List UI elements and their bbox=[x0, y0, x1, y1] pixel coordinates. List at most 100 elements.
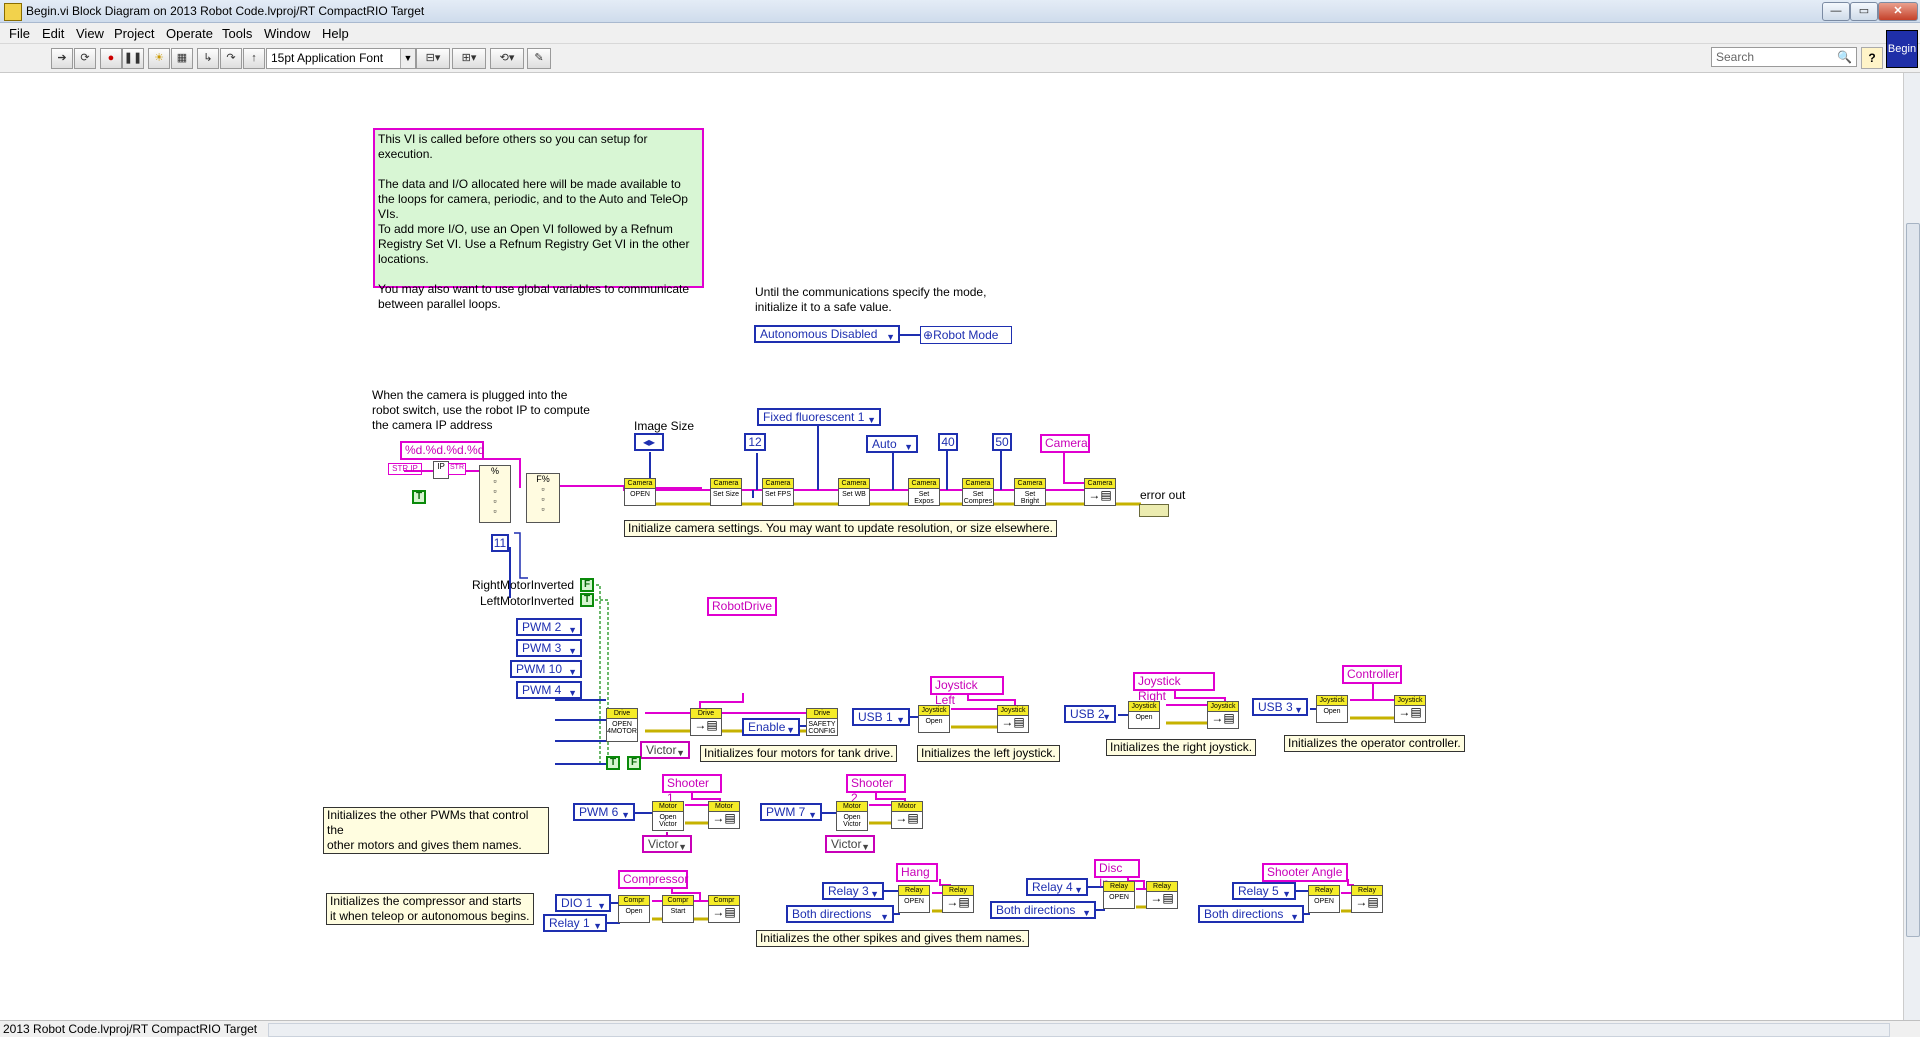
menu-window[interactable]: Window bbox=[264, 26, 311, 41]
relay4-enum[interactable]: Relay 4▼ bbox=[1026, 878, 1088, 896]
maximize-button[interactable]: ▭ bbox=[1850, 2, 1878, 21]
pwm3-enum[interactable]: PWM 3▼ bbox=[516, 639, 582, 657]
image-size-enum[interactable]: ◂▸ bbox=[634, 433, 664, 451]
align-objects-icon[interactable]: ⊟▾ bbox=[416, 48, 450, 69]
highlight-execution-icon[interactable]: ☀ bbox=[148, 48, 170, 69]
menu-operate[interactable]: Operate bbox=[166, 26, 213, 41]
search-input[interactable]: Search 🔍 bbox=[1711, 47, 1857, 67]
format-into-string-node[interactable]: F%▫▫▫ bbox=[526, 473, 560, 523]
shooter1-refnum-set-vi[interactable]: Motor→▤ bbox=[708, 801, 740, 829]
relay4-direction-enum[interactable]: Both directions▼ bbox=[990, 901, 1096, 919]
shooter2-constant[interactable]: Shooter 2 bbox=[846, 774, 906, 805]
right-motor-inverted-constant[interactable]: F bbox=[580, 578, 594, 592]
minimize-button[interactable]: — bbox=[1822, 2, 1850, 21]
victor-ring[interactable]: Victor▼ bbox=[640, 741, 690, 759]
disc-in-constant[interactable]: Disc In bbox=[1094, 859, 1140, 890]
menu-edit[interactable]: Edit bbox=[42, 26, 65, 41]
shooter-angle-constant[interactable]: Shooter Angle bbox=[1262, 863, 1348, 882]
joystick-left-constant[interactable]: Joystick Left bbox=[930, 676, 1004, 707]
close-button[interactable]: ✕ bbox=[1878, 2, 1918, 21]
usb2-enum[interactable]: USB 2▼ bbox=[1064, 705, 1116, 723]
step-out-icon[interactable]: ↑ bbox=[243, 48, 265, 69]
run-continuously-icon[interactable]: ⟳ bbox=[74, 48, 96, 69]
shooter1-constant[interactable]: Shooter 1 bbox=[662, 774, 722, 805]
enable-enum[interactable]: Enable▼ bbox=[742, 718, 800, 736]
relay5-refnum-set-vi[interactable]: Relay→▤ bbox=[1351, 885, 1383, 913]
pwm4-enum[interactable]: PWM 4▼ bbox=[516, 681, 582, 699]
pwm6-enum[interactable]: PWM 6▼ bbox=[573, 803, 635, 821]
pwm7-enum[interactable]: PWM 7▼ bbox=[760, 803, 822, 821]
relay3-direction-enum[interactable]: Both directions▼ bbox=[786, 905, 894, 923]
font-selector[interactable]: 15pt Application Font ▼ bbox=[266, 48, 416, 69]
relay1-enum[interactable]: Relay 1▼ bbox=[543, 914, 607, 932]
autonomous-disabled-enum[interactable]: Autonomous Disabled ▼ bbox=[754, 325, 900, 343]
joystick-right-refnum-set-vi[interactable]: Joystick→▤ bbox=[1207, 701, 1239, 729]
vi-icon[interactable]: Begin bbox=[1886, 30, 1918, 68]
menu-project[interactable]: Project bbox=[114, 26, 155, 41]
compressor-constant[interactable]: Compressor bbox=[618, 870, 688, 889]
abort-icon[interactable]: ● bbox=[100, 48, 122, 69]
ip-to-string-node[interactable]: IP bbox=[433, 461, 449, 479]
relay4-refnum-set-vi[interactable]: Relay→▤ bbox=[1146, 881, 1178, 909]
cleanup-diagram-icon[interactable]: ✎ bbox=[527, 48, 551, 69]
shooter2-victor-ring[interactable]: Victor▼ bbox=[825, 835, 875, 853]
pwm10-enum[interactable]: PWM 10▼ bbox=[510, 660, 582, 678]
scan-from-string-node[interactable]: %▫▫▫▫ bbox=[479, 465, 511, 523]
brightness-50-constant[interactable]: 50 bbox=[992, 433, 1012, 451]
step-into-icon[interactable]: ↳ bbox=[197, 48, 219, 69]
step-over-icon[interactable]: ↷ bbox=[220, 48, 242, 69]
compressor-refnum-set-vi[interactable]: Compr→▤ bbox=[708, 895, 740, 923]
camera-refnum-set-vi[interactable]: Camera→▤ bbox=[1084, 478, 1116, 506]
error-out-indicator[interactable] bbox=[1139, 504, 1169, 517]
usb1-enum[interactable]: USB 1▼ bbox=[852, 708, 910, 726]
menu-file[interactable]: File bbox=[9, 26, 30, 41]
title-bar[interactable]: Begin.vi Block Diagram on 2013 Robot Cod… bbox=[0, 0, 1920, 23]
relay5-enum[interactable]: Relay 5▼ bbox=[1232, 882, 1296, 900]
hang-constant[interactable]: Hang bbox=[896, 863, 938, 882]
block-diagram[interactable]: This VI is called before others so you c… bbox=[0, 73, 1903, 1020]
camera-name-constant[interactable]: Camera bbox=[1040, 434, 1090, 453]
format-string-constant[interactable]: %d.%d.%d.%d bbox=[400, 441, 484, 460]
context-help-icon[interactable]: ? bbox=[1861, 47, 1883, 69]
pause-icon[interactable]: ❚❚ bbox=[122, 48, 144, 69]
joystick-right-constant[interactable]: Joystick Right bbox=[1133, 672, 1215, 703]
run-arrow-icon[interactable]: ➔ bbox=[51, 48, 73, 69]
vertical-scrollbar[interactable] bbox=[1903, 73, 1920, 1020]
controller-constant[interactable]: Controller bbox=[1342, 665, 1402, 684]
relay5-direction-enum[interactable]: Both directions▼ bbox=[1198, 905, 1304, 923]
menu-tools[interactable]: Tools bbox=[222, 26, 253, 41]
true-constant-drive[interactable]: T bbox=[606, 756, 620, 770]
fps-12-constant[interactable]: 12 bbox=[744, 433, 766, 451]
false-constant-drive[interactable]: F bbox=[627, 756, 641, 770]
dio1-enum[interactable]: DIO 1▼ bbox=[555, 894, 611, 912]
menu-help[interactable]: Help bbox=[322, 26, 349, 41]
pwm2-enum[interactable]: PWM 2▼ bbox=[516, 618, 582, 636]
vertical-scrollbar-thumb[interactable] bbox=[1906, 223, 1920, 937]
robot-mode-global[interactable]: ⊕Robot Mode bbox=[920, 326, 1012, 344]
joystick-left-refnum-set-vi[interactable]: Joystick→▤ bbox=[997, 705, 1029, 733]
left-motor-inverted-constant[interactable]: T bbox=[580, 593, 594, 607]
horizontal-scrollbar[interactable] bbox=[268, 1023, 1890, 1037]
shooter1-victor-ring[interactable]: Victor▼ bbox=[642, 835, 692, 853]
shooter2-refnum-set-vi[interactable]: Motor→▤ bbox=[891, 801, 923, 829]
retain-wire-values-icon[interactable]: ▦ bbox=[171, 48, 193, 69]
numeric-11-constant[interactable]: 11 bbox=[491, 534, 509, 552]
